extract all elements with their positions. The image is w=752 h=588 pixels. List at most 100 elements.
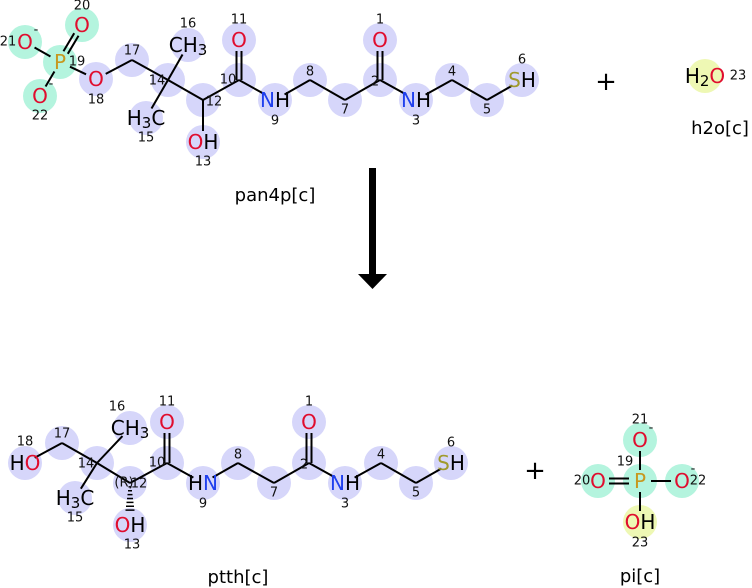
atom-highlight bbox=[171, 28, 205, 62]
single-bond bbox=[44, 70, 56, 88]
atom-label: CH3 bbox=[111, 416, 150, 442]
atom-label: OH bbox=[115, 513, 146, 537]
molecule-name-pi: pi[c] bbox=[620, 566, 660, 587]
atom-number: 17 bbox=[54, 427, 71, 442]
atom-label: O bbox=[74, 13, 90, 37]
atom-number: 1 bbox=[376, 13, 384, 28]
single-bond bbox=[166, 462, 194, 479]
single-bond bbox=[80, 462, 98, 490]
atom-number: 14 bbox=[78, 457, 95, 472]
single-bond bbox=[238, 79, 266, 96]
atom-number: 10 bbox=[220, 73, 237, 88]
atom-label: O bbox=[159, 410, 175, 434]
single-bond bbox=[129, 462, 168, 484]
single-bond bbox=[380, 462, 417, 484]
atom-number: 23 bbox=[730, 69, 747, 84]
atom-label: NH bbox=[401, 88, 431, 112]
single-bond bbox=[61, 442, 98, 464]
single-bond bbox=[34, 442, 63, 459]
atom-highlight bbox=[292, 405, 326, 439]
atom-highlight bbox=[665, 464, 699, 498]
charge-label: - bbox=[691, 462, 696, 477]
atom-highlight bbox=[186, 466, 220, 500]
atom-highlight bbox=[186, 125, 220, 159]
atom-label: O bbox=[88, 67, 104, 91]
atom-number: 21 bbox=[0, 35, 16, 50]
molecule-name-pan4p: pan4p[c] bbox=[235, 185, 316, 206]
single-bond bbox=[309, 79, 346, 101]
atom-number: 7 bbox=[270, 486, 278, 501]
atom-label: NH bbox=[260, 88, 290, 112]
atom-number: 5 bbox=[483, 103, 491, 118]
plus-sign-bottom: + bbox=[524, 456, 546, 486]
atom-number: 20 bbox=[574, 474, 591, 489]
atom-highlight bbox=[623, 423, 657, 457]
atom-number: 23 bbox=[632, 536, 649, 551]
atom-highlight bbox=[79, 62, 113, 96]
atom-label: O bbox=[231, 28, 247, 52]
atom-number: 2 bbox=[300, 458, 308, 473]
atom-number: 14 bbox=[149, 74, 166, 89]
charge-label: - bbox=[649, 421, 654, 436]
atom-highlight bbox=[623, 464, 657, 498]
atom-number: 21 bbox=[632, 413, 649, 428]
atom-number: 6 bbox=[447, 436, 455, 451]
molecule-name-h2o: h2o[c] bbox=[691, 118, 749, 139]
single-bond bbox=[131, 59, 169, 81]
atom-highlight bbox=[581, 464, 615, 498]
atom-number: 8 bbox=[234, 448, 242, 463]
atom-label: H2O bbox=[685, 64, 725, 90]
atom-number: 9 bbox=[271, 114, 279, 129]
atom-label: HO bbox=[10, 451, 41, 475]
atom-number: 4 bbox=[448, 65, 456, 80]
atom-label: O bbox=[32, 84, 48, 108]
atom-number: 9 bbox=[199, 497, 207, 512]
single-bond bbox=[415, 467, 442, 484]
atom-number: 11 bbox=[159, 395, 176, 410]
atom-label: O bbox=[301, 410, 317, 434]
stereo-label: (R) bbox=[114, 476, 133, 491]
single-bond bbox=[96, 462, 131, 484]
atom-label: P bbox=[54, 50, 66, 74]
atom-highlight bbox=[328, 466, 362, 500]
atom-number: 13 bbox=[195, 155, 212, 170]
atom-number: 18 bbox=[17, 435, 34, 450]
atom-highlights bbox=[8, 8, 722, 542]
atom-label: O bbox=[590, 469, 606, 493]
atom-number: 22 bbox=[690, 474, 707, 489]
atom-number: 13 bbox=[124, 538, 141, 553]
atom-highlight bbox=[688, 59, 722, 93]
atom-number: 8 bbox=[306, 65, 314, 80]
charge-label: - bbox=[49, 77, 54, 92]
atom-label: HN bbox=[188, 471, 218, 495]
atom-number: 11 bbox=[231, 13, 248, 28]
atom-label: O bbox=[632, 428, 648, 452]
atom-number: 16 bbox=[180, 17, 197, 32]
double-bond bbox=[62, 32, 76, 52]
atom-number: 2 bbox=[371, 75, 379, 90]
atom-number: 15 bbox=[138, 131, 155, 146]
atom-highlight bbox=[222, 23, 256, 57]
atom-label: OH bbox=[625, 510, 656, 534]
atom-highlight bbox=[623, 505, 657, 539]
plus-sign-top: + bbox=[595, 67, 617, 97]
single-bond bbox=[105, 59, 133, 75]
atom-number: 19 bbox=[617, 455, 634, 470]
atom-label: H3C bbox=[127, 106, 166, 132]
atom-highlight bbox=[363, 23, 397, 57]
atom-number: 20 bbox=[74, 0, 91, 14]
atom-number: 19 bbox=[69, 55, 86, 70]
atom-number: 15 bbox=[67, 511, 84, 526]
atom-label: P bbox=[634, 469, 646, 493]
atom-number: 4 bbox=[377, 448, 385, 463]
atom-number: 1 bbox=[305, 395, 313, 410]
atom-number: 18 bbox=[88, 93, 105, 108]
atom-number: 3 bbox=[341, 497, 349, 512]
atom-number: 10 bbox=[149, 456, 166, 471]
single-bond bbox=[308, 462, 336, 479]
atom-number: 17 bbox=[124, 44, 141, 59]
atom-label: O bbox=[674, 469, 690, 493]
atom-highlight bbox=[505, 63, 539, 97]
